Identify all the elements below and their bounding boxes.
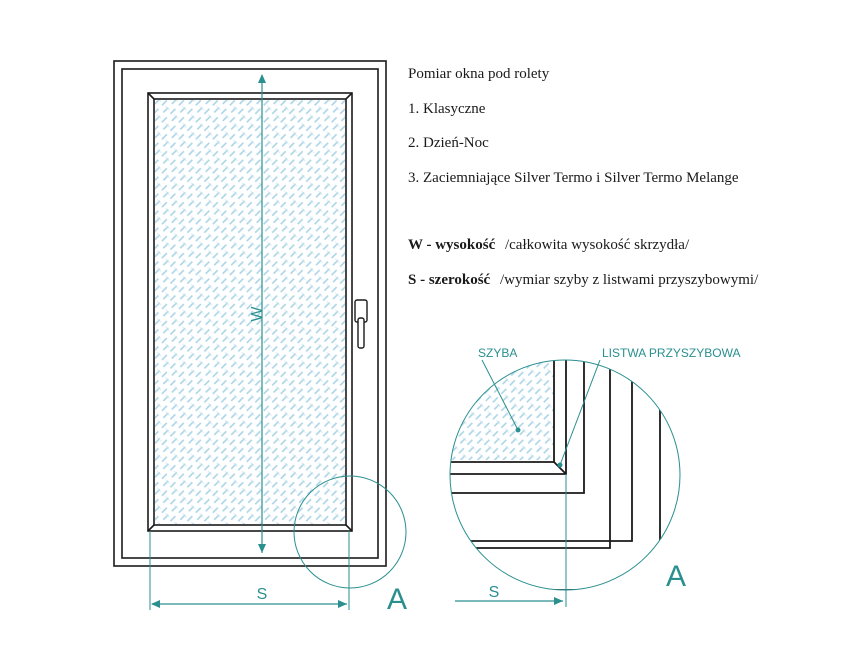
detail-marker-big: A: [666, 560, 686, 593]
detail-circle-large: [449, 359, 681, 591]
callout-glass: SZYBA: [478, 346, 517, 360]
detail-s-label: S: [489, 584, 500, 601]
callout-bead: LISTWA PRZYSZYBOWA: [602, 346, 740, 360]
list-item: 3. Zaciemniające Silver Termo i Silver T…: [408, 170, 739, 186]
heading: Pomiar okna pod rolety: [408, 66, 550, 82]
window-handle: [354, 299, 368, 349]
detail-marker: A: [387, 583, 407, 616]
detail-circle-small: [293, 475, 407, 589]
s-term: S - szerokość: [408, 272, 491, 288]
w-desc: /całkowita wysokość skrzydła/: [504, 237, 690, 253]
s-label: S: [257, 586, 268, 603]
w-label: W: [249, 306, 266, 322]
list-item: 1. Klasyczne: [408, 101, 486, 117]
s-desc: /wymiar szyby z listwami przyszybowymi/: [499, 272, 759, 288]
s-definition: S - szerokość /wymiar szyby z listwami p…: [408, 272, 758, 289]
window-frame: [113, 60, 387, 567]
w-definition: W - wysokość /całkowita wysokość skrzydł…: [408, 237, 689, 254]
detail-view: [450, 360, 661, 590]
w-term: W - wysokość: [408, 237, 496, 253]
list-item: 2. Dzień-Noc: [408, 135, 489, 151]
